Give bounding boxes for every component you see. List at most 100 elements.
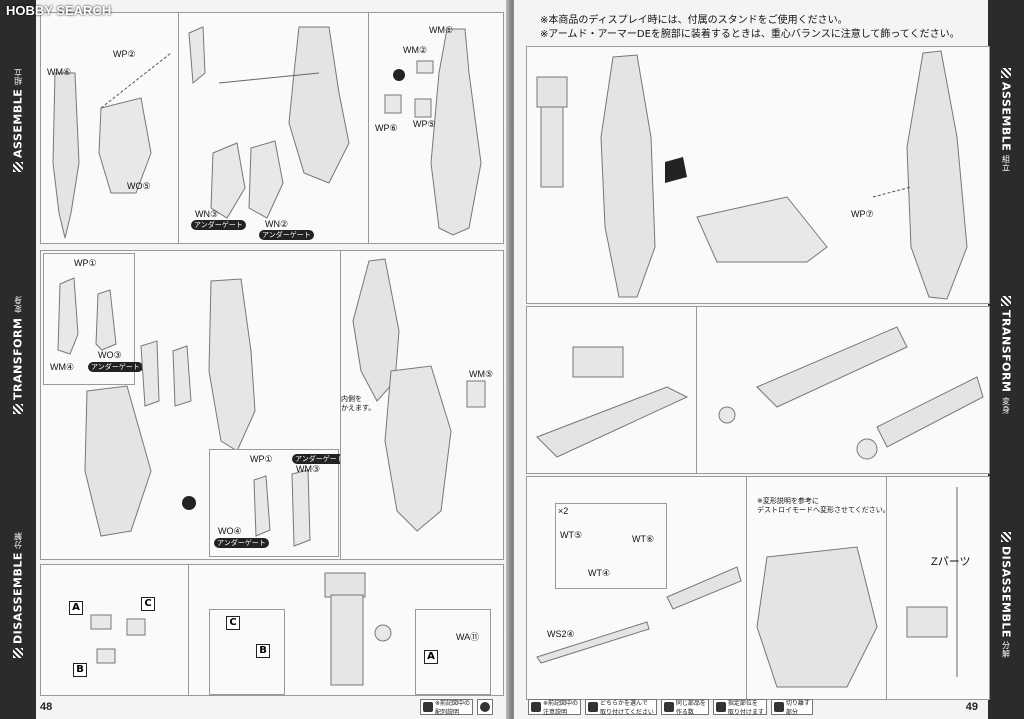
label-wm3: WM③ <box>296 464 321 474</box>
part-drawing <box>253 469 311 547</box>
legend-item <box>477 699 494 715</box>
panel-wn-assembly: WN③ アンダーゲート WN② アンダーゲート <box>178 12 370 244</box>
stripe-icon <box>1001 67 1011 78</box>
panel-z-parts: Zパーツ <box>886 476 990 700</box>
label-wp5: WP⑤ <box>413 119 436 129</box>
page-number-right: 49 <box>965 701 978 713</box>
stripe-icon <box>13 162 23 173</box>
part-drawing <box>324 572 392 686</box>
part-drawing <box>536 566 742 664</box>
under-gate-tag: アンダーゲート <box>214 538 269 548</box>
transform-label: TRANSFORM <box>11 317 25 400</box>
left-section-disassemble: DISASSEMBLE 分解 <box>3 505 33 685</box>
stripe-icon <box>1001 531 1011 542</box>
panel-armed-armor-de: WP⑦ <box>526 46 990 304</box>
label-wm1: WM① <box>429 25 454 35</box>
label-wn3: WN③ <box>195 209 219 219</box>
label-wm6: WM⑥ <box>47 67 72 77</box>
legend-item: ※前記図中の 配列説明 <box>420 699 474 716</box>
page-48: ASSEMBLE 組立 TRANSFORM 変身 DISASSEMBLE 分解 … <box>0 0 510 719</box>
panel-disassemble-arm: C B WA⑪ A <box>188 564 504 696</box>
label-wp2: WP② <box>113 49 136 59</box>
left-section-assemble: ASSEMBLE 組立 <box>3 40 33 200</box>
label-wp6: WP⑥ <box>375 123 398 133</box>
panel-disassemble-abc: A C B <box>40 564 190 696</box>
inset-wt: ×2 WT⑤ WT⑥ WT④ <box>555 503 667 589</box>
label-wp7: WP⑦ <box>851 209 874 219</box>
part-drawing <box>384 28 482 236</box>
note-icon <box>531 702 541 712</box>
letter-c: C <box>141 597 155 611</box>
inset-wa: WA⑪ A <box>415 609 491 695</box>
label-wt4: WT④ <box>588 568 611 578</box>
assemble-label: ASSEMBLE <box>11 88 25 159</box>
part-drawing <box>718 326 984 460</box>
part-drawing <box>84 278 256 537</box>
part-drawing <box>57 277 117 355</box>
transform-sub: 変身 <box>1001 396 1011 414</box>
page-number-left: 48 <box>40 701 53 713</box>
legend-item: 指定部位を 取り付けます <box>712 699 767 716</box>
label-wm4: WM④ <box>50 362 75 372</box>
disassemble-label: DISASSEMBLE <box>999 545 1013 638</box>
panel-wm5-assembly: 内側を かえます。 WM⑤ <box>340 250 504 560</box>
panel-destroy-mode: ※変形説明を参考に デストロイモードへ変形させてください。 <box>746 476 890 700</box>
disassemble-sub: 分解 <box>13 531 23 549</box>
disassemble-label: DISASSEMBLE <box>11 552 25 645</box>
disassemble-sub: 分解 <box>1001 641 1011 659</box>
stripe-icon <box>13 403 23 414</box>
legend-item: ※前記図中の 注意説明 <box>528 699 582 716</box>
panel-weapon-2 <box>696 306 990 474</box>
right-section-disassemble: DISASSEMBLE 分解 <box>991 505 1021 685</box>
label-wp1: WP① <box>74 258 97 268</box>
label-wo4: WO④ <box>218 526 242 536</box>
inset-wp1-wm3: WP① アンダーゲート WM③ WO④ アンダーゲート <box>209 449 347 557</box>
inset-cb: C B <box>209 609 285 695</box>
watermark: HOBBY SEARCH <box>6 3 112 18</box>
part-drawing <box>906 487 958 677</box>
notice-block: ※本商品のディスプレイ時には、付属のスタンドをご使用ください。 ※アームド・アー… <box>540 14 960 42</box>
under-gate-tag: アンダーゲート <box>88 362 143 372</box>
right-sidebar: ASSEMBLE 組立 TRANSFORM 変身 DISASSEMBLE 分解 <box>988 0 1024 719</box>
left-sidebar: ASSEMBLE 組立 TRANSFORM 変身 DISASSEMBLE 分解 <box>0 0 36 719</box>
under-gate-tag: アンダーゲート <box>259 230 314 240</box>
reference-icon <box>423 702 433 712</box>
right-section-transform: TRANSFORM 変身 <box>991 270 1021 440</box>
label-wm2: WM② <box>403 45 428 55</box>
panel-wm6-assembly: WM⑥ WP② WO⑤ <box>40 12 180 244</box>
label-wn2: WN② <box>265 219 289 229</box>
left-section-transform: TRANSFORM 変身 <box>3 270 33 440</box>
cut-icon <box>773 702 784 712</box>
label-wm5: WM⑤ <box>469 369 494 379</box>
label-wt5: WT⑤ <box>560 530 583 540</box>
right-section-assemble: ASSEMBLE 組立 <box>991 40 1021 200</box>
part-drawing <box>756 546 878 688</box>
under-gate-tag: アンダーゲート <box>292 454 347 464</box>
panel-wt-assembly: ×2 WT⑤ WT⑥ WT④ WS2④ <box>526 476 748 700</box>
legend-right: ※前記図中の 注意説明 どちらかを選んで 取り付けてください 同じ部品を 作る数… <box>528 699 813 716</box>
selection-icon <box>588 702 599 712</box>
label-wp1: WP① <box>250 454 273 464</box>
stripe-icon <box>1001 296 1011 307</box>
quantity-icon <box>663 702 674 712</box>
label-wo5: WO⑤ <box>127 181 151 191</box>
transform-label: TRANSFORM <box>999 310 1013 393</box>
letter-b: B <box>73 663 87 677</box>
part-drawing <box>352 258 486 532</box>
flip-note: 内側を かえます。 <box>341 395 376 412</box>
label-x2: ×2 <box>558 506 569 516</box>
legend-item: どちらかを選んで 取り付けてください <box>585 699 657 716</box>
panel-weapon-1 <box>526 306 698 474</box>
assemble-sub: 組立 <box>1001 155 1011 173</box>
part-drawing <box>90 614 146 664</box>
caution-icon <box>715 702 726 712</box>
letter-a: A <box>424 650 438 664</box>
notice-balance: ※アームド・アーマーDEを腕部に装着するときは、重心バランスに注意して飾ってくだ… <box>540 29 960 40</box>
legend-item: 切り離す 部分 <box>770 699 813 716</box>
part-drawing <box>188 26 350 219</box>
legend-item: 同じ部品を 作る数 <box>660 699 709 716</box>
legend-left: ※前記図中の 配列説明 <box>420 699 494 716</box>
notice-display-stand: ※本商品のディスプレイ時には、付属のスタンドをご使用ください。 <box>540 15 848 26</box>
label-wa: WA⑪ <box>456 632 480 642</box>
